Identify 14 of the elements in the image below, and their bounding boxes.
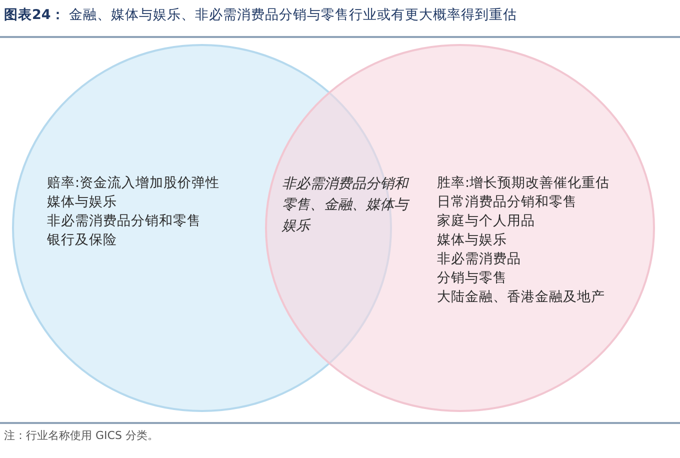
sector-text: 日常消费品分销和零售 xyxy=(437,193,578,212)
sector-text: 媒体与娱乐 xyxy=(437,231,508,250)
footnote: 注：行业名称使用 GICS 分类。 xyxy=(4,428,158,443)
sector-text: 家庭与个人用品 xyxy=(437,212,536,231)
sector-text: 非必需消费品分销和零售 xyxy=(47,212,202,231)
sector-text: 大陆金融、香港金融及地产 xyxy=(437,288,606,307)
overlap-text: 非必需消费品分销和零售、金融、媒体与娱乐 xyxy=(282,175,410,236)
circle-heading: 赔率:资金流入增加股价弹性 xyxy=(47,174,220,193)
circle-heading: 胜率:增长预期改善催化重估 xyxy=(437,174,610,193)
sector-text: 非必需消费品 xyxy=(437,250,522,269)
sector-text: 银行及保险 xyxy=(47,231,118,250)
sector-text: 分销与零售 xyxy=(437,269,508,288)
chart-title: 图表24： 金融、媒体与娱乐、非必需消费品分销与零售行业或有更大概率得到重估 xyxy=(4,6,518,24)
sector-text: 媒体与娱乐 xyxy=(47,193,118,212)
